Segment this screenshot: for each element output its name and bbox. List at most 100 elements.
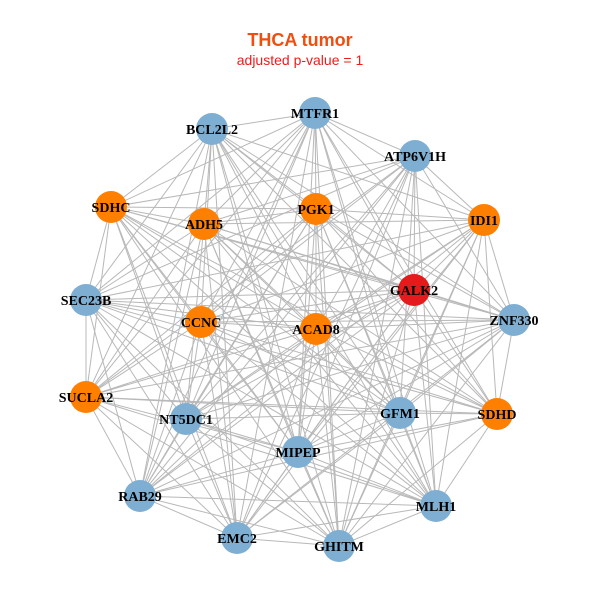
edge-sec23b-ghitm bbox=[85, 299, 340, 547]
edge-idi1-galk2 bbox=[413, 219, 485, 291]
node-znf330[interactable]: ZNF330 bbox=[490, 304, 539, 336]
edge-atp6v1h-ccnc bbox=[200, 155, 416, 323]
node-ghitm[interactable]: GHITM bbox=[314, 530, 364, 562]
edge-sec23b-gfm1 bbox=[85, 299, 401, 414]
edge-idi1-sdhd bbox=[483, 219, 498, 415]
node-circle[interactable] bbox=[170, 403, 202, 435]
edge-galk2-sdhd bbox=[413, 289, 498, 415]
edge-mtfr1-pgk1 bbox=[314, 112, 317, 210]
edge-adh5-ghitm bbox=[203, 223, 340, 547]
node-ccnc[interactable]: CCNC bbox=[181, 306, 221, 338]
node-mtfr1[interactable]: MTFR1 bbox=[291, 97, 339, 129]
node-galk2[interactable]: GALK2 bbox=[390, 274, 438, 306]
edge-bcl2l2-sec23b bbox=[85, 128, 213, 301]
edge-idi1-znf330 bbox=[483, 219, 515, 321]
node-label: IDI1 bbox=[470, 214, 498, 229]
node-gfm1[interactable]: GFM1 bbox=[380, 397, 420, 429]
node-circle[interactable] bbox=[481, 398, 513, 430]
edge-ccnc-nt5dc1 bbox=[185, 321, 202, 420]
node-circle[interactable] bbox=[188, 208, 220, 240]
node-pgk1[interactable]: PGK1 bbox=[297, 193, 335, 225]
edge-adh5-gfm1 bbox=[203, 223, 401, 414]
edge-sucla2-ghitm bbox=[85, 396, 340, 547]
edge-idi1-sec23b bbox=[85, 219, 485, 301]
node-circle[interactable] bbox=[196, 113, 228, 145]
edge-sdhc-gfm1 bbox=[110, 206, 401, 414]
edge-pgk1-adh5 bbox=[203, 208, 317, 225]
node-nt5dc1[interactable]: NT5DC1 bbox=[159, 403, 213, 435]
node-circle[interactable] bbox=[498, 304, 530, 336]
node-label: SEC23B bbox=[61, 294, 112, 309]
node-circle[interactable] bbox=[420, 490, 452, 522]
edge-gfm1-mipep bbox=[297, 412, 401, 453]
edge-sucla2-gfm1 bbox=[85, 396, 401, 414]
node-circle[interactable] bbox=[384, 397, 416, 429]
edge-sdhd-mipep bbox=[297, 413, 498, 453]
node-circle[interactable] bbox=[70, 381, 102, 413]
edge-mtfr1-sdhc bbox=[110, 112, 316, 208]
node-emc2[interactable]: EMC2 bbox=[217, 522, 257, 554]
node-circle[interactable] bbox=[124, 480, 156, 512]
node-circle[interactable] bbox=[185, 306, 217, 338]
edge-mtfr1-sec23b bbox=[85, 112, 316, 301]
node-label: SUCLA2 bbox=[59, 391, 113, 406]
node-circle[interactable] bbox=[323, 530, 355, 562]
node-circle[interactable] bbox=[398, 274, 430, 306]
node-adh5[interactable]: ADH5 bbox=[185, 208, 223, 240]
edge-galk2-sucla2 bbox=[85, 289, 415, 398]
node-rab29[interactable]: RAB29 bbox=[118, 480, 162, 512]
edge-bcl2l2-sdhc bbox=[110, 128, 213, 208]
edge-mipep-ghitm bbox=[297, 451, 340, 547]
node-circle[interactable] bbox=[300, 193, 332, 225]
edge-znf330-acad8 bbox=[315, 319, 515, 330]
node-mlh1[interactable]: MLH1 bbox=[416, 490, 456, 522]
edge-znf330-nt5dc1 bbox=[185, 319, 515, 420]
node-sec23b[interactable]: SEC23B bbox=[61, 284, 112, 316]
edge-galk2-nt5dc1 bbox=[185, 289, 415, 420]
edge-pgk1-rab29 bbox=[139, 208, 317, 497]
chart-title: THCA tumor bbox=[247, 30, 353, 50]
node-label: RAB29 bbox=[118, 490, 162, 505]
edge-acad8-mlh1 bbox=[315, 328, 437, 507]
edge-sdhc-emc2 bbox=[110, 206, 238, 539]
node-sucla2[interactable]: SUCLA2 bbox=[59, 381, 113, 413]
edge-mtfr1-adh5 bbox=[203, 112, 316, 225]
edge-sdhd-ghitm bbox=[338, 413, 498, 547]
node-atp6v1h[interactable]: ATP6V1H bbox=[384, 140, 446, 172]
edge-acad8-mipep bbox=[297, 328, 317, 453]
node-circle[interactable] bbox=[300, 313, 332, 345]
edge-mtfr1-nt5dc1 bbox=[185, 112, 316, 420]
node-sdhd[interactable]: SDHD bbox=[478, 398, 517, 430]
chart-subtitle: adjusted p-value = 1 bbox=[236, 52, 364, 68]
edge-nt5dc1-ghitm bbox=[185, 418, 340, 547]
node-circle[interactable] bbox=[468, 204, 500, 236]
edge-mlh1-ghitm bbox=[338, 505, 437, 547]
node-circle[interactable] bbox=[299, 97, 331, 129]
edge-galk2-znf330 bbox=[413, 289, 515, 321]
node-label: GHITM bbox=[314, 540, 364, 555]
edge-adh5-idi1 bbox=[203, 219, 485, 225]
edge-bcl2l2-gfm1 bbox=[211, 128, 401, 414]
edge-sdhd-mlh1 bbox=[435, 413, 498, 507]
node-bcl2l2[interactable]: BCL2L2 bbox=[186, 113, 238, 145]
edge-pgk1-idi1 bbox=[315, 208, 485, 221]
node-circle[interactable] bbox=[70, 284, 102, 316]
node-sdhc[interactable]: SDHC bbox=[92, 191, 131, 223]
edge-pgk1-sdhd bbox=[315, 208, 498, 415]
node-label: NT5DC1 bbox=[159, 413, 213, 428]
edge-adh5-sdhd bbox=[203, 223, 498, 415]
edge-sec23b-znf330 bbox=[85, 299, 515, 321]
node-circle[interactable] bbox=[95, 191, 127, 223]
edge-nt5dc1-emc2 bbox=[185, 418, 238, 539]
node-circle[interactable] bbox=[399, 140, 431, 172]
node-mipep[interactable]: MIPEP bbox=[275, 436, 321, 468]
edges-layer bbox=[85, 112, 515, 547]
node-idi1[interactable]: IDI1 bbox=[468, 204, 500, 236]
node-acad8[interactable]: ACAD8 bbox=[292, 313, 340, 345]
node-label: EMC2 bbox=[217, 532, 257, 547]
node-circle[interactable] bbox=[221, 522, 253, 554]
edge-mtfr1-mlh1 bbox=[314, 112, 437, 507]
edge-mtfr1-bcl2l2 bbox=[211, 112, 316, 130]
node-circle[interactable] bbox=[282, 436, 314, 468]
